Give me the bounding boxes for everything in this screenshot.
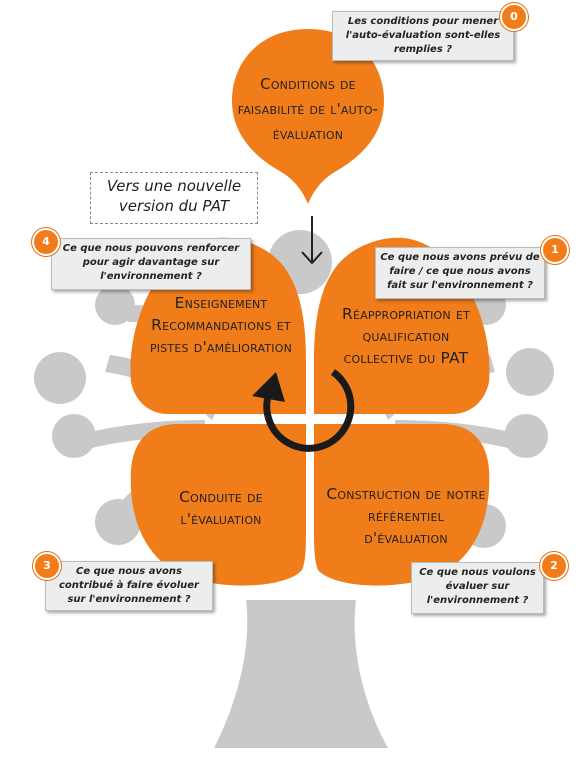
petal-bottom-left — [130, 424, 306, 586]
callout-0: Les conditions pour mener l'auto-évaluat… — [332, 11, 514, 61]
petal-bottom-right — [314, 424, 490, 586]
petal-label-top-right: Réappropriation et qualification collect… — [341, 305, 471, 367]
petal-label-bottom-left: Conduite de l'évaluation — [179, 488, 263, 528]
title-pin-shape — [232, 29, 384, 204]
cycle-arrow-icon — [252, 369, 355, 452]
callout-1: Ce que nous avons prévu de faire / ce qu… — [375, 247, 545, 299]
badge-4: 4 — [32, 228, 60, 256]
callout-4: Ce que nous pouvons renforcer pour agir … — [51, 238, 251, 290]
title-pin-label: Conditions de faisabilité de l'auto-éval… — [237, 75, 379, 143]
version-box: Vers une nouvelle version du PAT — [90, 172, 258, 224]
petal-label-bottom-right: Construction de notre référentiel d'éval… — [326, 485, 486, 547]
petal-label-top-left: Enseignement Recommandations et pistes d… — [149, 294, 293, 356]
badge-1: 1 — [541, 236, 569, 264]
badge-3: 3 — [33, 552, 61, 580]
badge-0: 0 — [500, 3, 528, 31]
badge-2: 2 — [540, 552, 568, 580]
callout-3: Ce que nous avons contribué à faire évol… — [45, 561, 213, 611]
down-arrow-icon — [301, 216, 323, 265]
callout-2: Ce que nous voulons évaluer sur l'enviro… — [411, 562, 544, 614]
